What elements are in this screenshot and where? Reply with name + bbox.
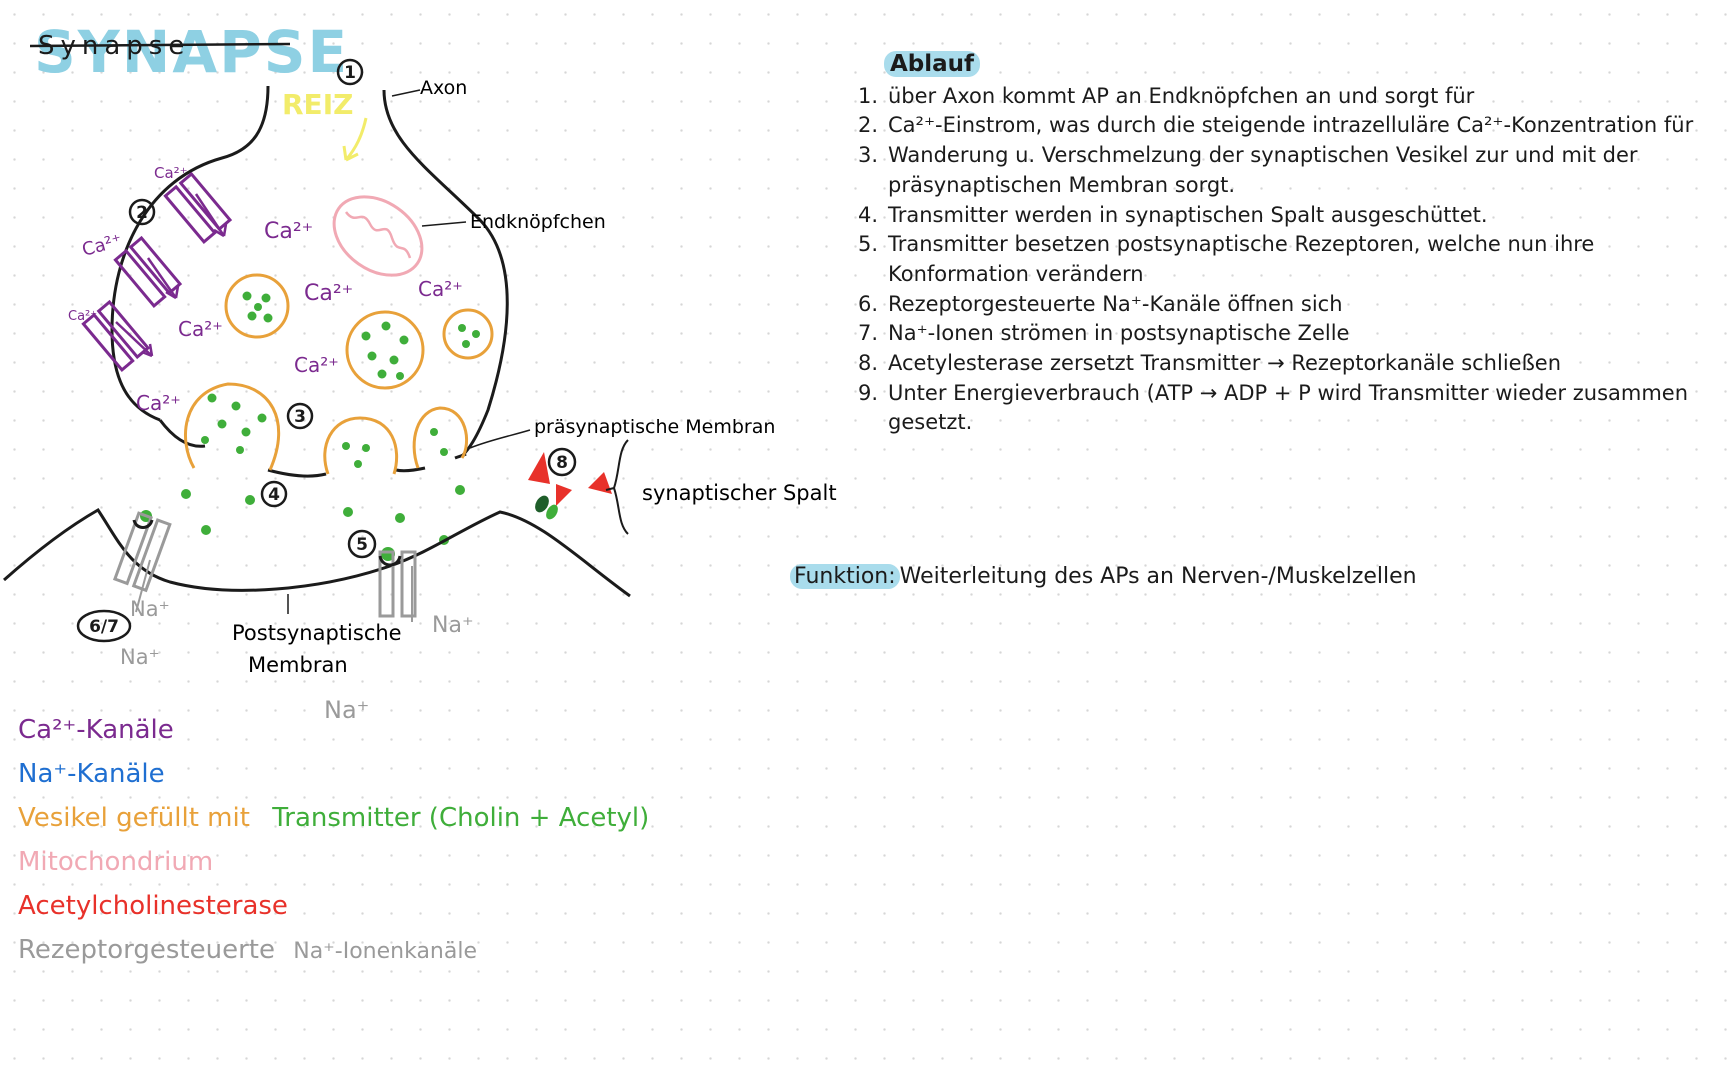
svg-text:6/7: 6/7 (89, 617, 119, 637)
mitochondrion (332, 195, 424, 277)
presynaptic-membrane (158, 419, 467, 478)
svg-text:2: 2 (136, 203, 148, 223)
ablauf-item: 6.Rezeptorgesteuerte Na⁺-Kanäle öffnen s… (858, 291, 1343, 316)
praesyn-leader (469, 429, 531, 449)
cholin-fragment (535, 495, 549, 513)
ca-influx-arrows (115, 193, 228, 358)
svg-text:8: 8 (556, 453, 568, 473)
ablauf-list: 1.über Axon kommt AP an Endknöpfchen an … (858, 82, 1718, 438)
postsyn-label-1: Postsynaptische (232, 621, 402, 645)
legend-na: Na⁺-Kanäle (18, 759, 165, 789)
praesyn-label: präsynaptische Membran (534, 416, 775, 438)
svg-text:1: 1 (344, 63, 356, 83)
svg-text:5: 5 (356, 535, 368, 555)
spalt-brace (605, 439, 629, 535)
color-legend: Ca²⁺-Kanäle Na⁺-Kanäle Vesikel gefüllt m… (18, 708, 649, 974)
reiz-label: REIZ (282, 88, 353, 121)
ablauf-heading: Ablauf (884, 50, 1718, 80)
vesicle-fused-1 (183, 382, 281, 471)
step-markers: 1 2 3 4 5 6/7 8 (76, 58, 577, 643)
endknoepfchen-leader (421, 221, 467, 227)
svg-text:Ca²⁺: Ca²⁺ (68, 309, 97, 324)
reiz-arrow (342, 117, 368, 162)
acetyl-fragment (546, 504, 558, 520)
ablauf-item: 9.Unter Energieverbrauch (ATP → ADP + P … (858, 380, 1689, 435)
vesicle-fused-3 (412, 406, 469, 469)
transmitter-dots (140, 291, 480, 561)
ablauf-section: Ablauf 1.über Axon kommt AP an Endknöpfc… (858, 50, 1718, 438)
svg-text:Ca²⁺: Ca²⁺ (418, 277, 463, 301)
ablauf-item: 1.über Axon kommt AP an Endknöpfchen an … (858, 83, 1475, 108)
title: SYNAPSE (34, 18, 349, 86)
presynaptic-outline (110, 85, 270, 422)
axon-label-leader (391, 89, 421, 97)
presynaptic-outline-right (382, 89, 509, 458)
svg-text:4: 4 (268, 485, 280, 505)
ablauf-item: 8.Acetylesterase zersetzt Transmitter → … (858, 351, 1562, 376)
vesicle (442, 308, 494, 360)
ablauf-item: 2.Ca²⁺-Einstrom, was durch die steigende… (858, 113, 1694, 138)
ablauf-item: 7.Na⁺-Ionen strömen in postsynaptische Z… (858, 321, 1350, 346)
funktion-section: Funktion:Weiterleitung des APs an Nerven… (790, 564, 1417, 589)
svg-text:Na⁺: Na⁺ (120, 645, 160, 669)
ca-channels (81, 171, 233, 372)
receptor-channels (112, 511, 417, 618)
svg-text:3: 3 (294, 407, 306, 427)
acetylcholinesterase (528, 452, 612, 506)
na-influx-arrows (135, 559, 413, 622)
legend-rezeptor-row: Rezeptorgesteuerte Na⁺-Ionenkanäle (18, 928, 649, 974)
legend-ca: Ca²⁺-Kanäle (18, 715, 174, 745)
legend-vesikel-row: Vesikel gefüllt mit Transmitter (Cholin … (18, 796, 649, 840)
vesicle-fused-2 (323, 416, 399, 475)
svg-text:Ca²⁺: Ca²⁺ (136, 391, 181, 415)
legend-vesikel: Vesikel gefüllt mit (18, 803, 250, 833)
svg-text:Ca²⁺: Ca²⁺ (294, 353, 339, 377)
ablauf-item: 3.Wanderung u. Verschmelzung der synapti… (858, 143, 1638, 197)
funktion-label: Funktion: (790, 564, 900, 589)
postsynaptic-membrane (3, 508, 631, 598)
svg-text:Ca²⁺: Ca²⁺ (304, 281, 353, 306)
receptor-site (378, 555, 402, 567)
ablauf-item: 4.Transmitter werden in synaptischen Spa… (858, 202, 1488, 227)
svg-text:Na⁺: Na⁺ (324, 696, 369, 724)
vesicle (345, 310, 425, 390)
legend-ache: Acetylcholinesterase (18, 891, 288, 921)
svg-text:Ca²⁺: Ca²⁺ (178, 317, 223, 341)
postsyn-label-2: Membran (248, 653, 348, 677)
legend-transmitter: Transmitter (Cholin + Acetyl) (272, 803, 650, 833)
legend-rezeptor: Rezeptorgesteuerte (18, 935, 275, 965)
legend-mito: Mitochondrium (18, 847, 214, 877)
ablauf-item: 5.Transmitter besetzen postsynaptische R… (858, 232, 1595, 286)
svg-text:Na⁺: Na⁺ (130, 597, 170, 621)
na-labels: Na⁺ Na⁺ Na⁺ Na⁺ (120, 597, 474, 724)
receptor-site (132, 519, 154, 529)
title-strike-line (29, 42, 291, 48)
svg-text:Na⁺: Na⁺ (432, 613, 474, 638)
vesicle (224, 273, 290, 339)
svg-text:Ca²⁺: Ca²⁺ (154, 164, 188, 182)
spalt-label: synaptischer Spalt (642, 481, 837, 505)
endknoepfchen-label: Endknöpfchen (470, 211, 606, 233)
axon-label: Axon (420, 77, 467, 99)
legend-rezeptor-kanaele: Na⁺-Ionenkanäle (293, 939, 478, 964)
svg-text:Ca²⁺: Ca²⁺ (264, 219, 313, 244)
funktion-text: Weiterleitung des APs an Nerven-/Muskelz… (899, 564, 1417, 589)
